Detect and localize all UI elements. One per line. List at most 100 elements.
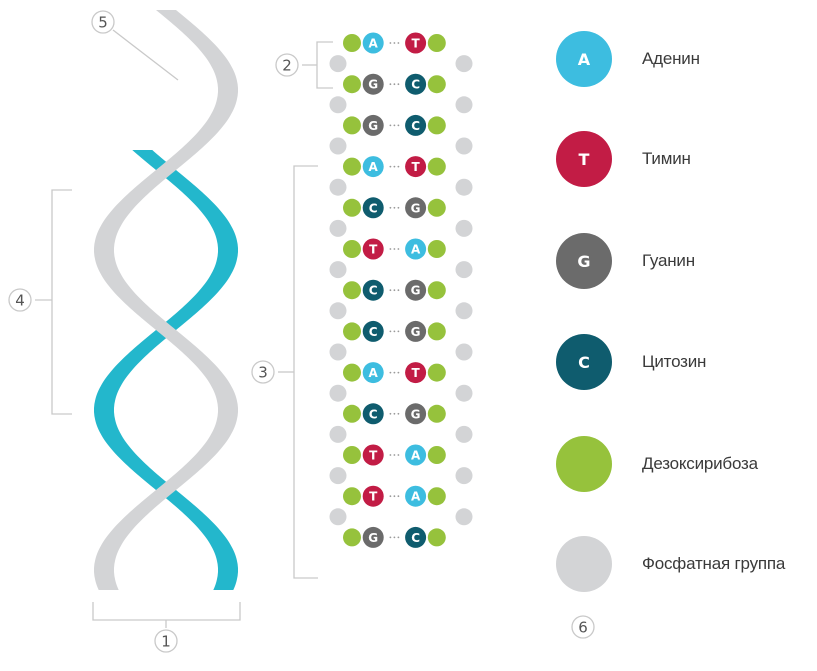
phosphate-group	[329, 137, 347, 155]
base-letter: C	[411, 119, 420, 133]
phosphate-group	[329, 508, 347, 526]
deoxyribose-sugar	[427, 157, 446, 176]
phosphate-group	[455, 55, 473, 73]
adenine-base: A	[405, 485, 427, 507]
deoxyribose-sugar	[343, 116, 361, 135]
deoxyribose-sugar	[343, 198, 361, 217]
phosphate-group	[329, 55, 347, 73]
hydrogen-bond	[389, 289, 400, 292]
legend-item-deoxyribose: Дезоксирибоза	[556, 436, 816, 492]
deoxyribose-sugar	[343, 281, 361, 300]
thymine-swatch-icon: T	[556, 131, 612, 187]
deoxyribose-sugar	[343, 446, 361, 464]
phosphate-group	[329, 178, 347, 196]
svg-text:6: 6	[578, 619, 588, 637]
deoxyribose-swatch-icon	[556, 436, 612, 492]
phosphate-group	[455, 137, 473, 155]
hydrogen-bond	[389, 536, 400, 539]
legend-label: Тимин	[642, 149, 691, 168]
hydrogen-bond	[389, 165, 400, 168]
base-letter: A	[411, 490, 421, 504]
svg-text:1: 1	[161, 633, 171, 651]
phosphate-group	[455, 219, 473, 237]
phosphate-group	[455, 96, 473, 114]
phosphate-group	[329, 425, 347, 443]
base-letter: C	[369, 325, 378, 339]
deoxyribose-sugar	[343, 322, 361, 341]
hydrogen-bond	[389, 206, 400, 209]
svg-text:5: 5	[98, 14, 108, 32]
phosphate-swatch-icon	[556, 536, 612, 592]
thymine-base: T	[405, 156, 427, 178]
deoxyribose-sugar	[343, 240, 361, 258]
hydrogen-bond	[389, 412, 400, 415]
callout-4: 4	[8, 288, 32, 312]
legend-item-adenine: A Аденин	[556, 31, 816, 87]
base-letter: T	[369, 449, 378, 463]
hydrogen-bond	[389, 330, 400, 333]
phosphate-group	[455, 178, 473, 196]
base-letter: G	[368, 119, 378, 133]
phosphate-group	[455, 467, 473, 485]
hydrogen-bond	[389, 83, 400, 86]
cytosine-base: C	[362, 197, 384, 219]
phosphate-group	[455, 425, 473, 443]
base-letter: G	[368, 531, 378, 545]
legend-item-phosphate: Фосфатная группа	[556, 536, 816, 592]
double-helix	[94, 10, 238, 590]
adenine-base: A	[405, 444, 427, 466]
cytosine-base: C	[362, 320, 384, 342]
deoxyribose-sugar	[427, 528, 446, 547]
phosphate-group	[329, 302, 347, 320]
guanine-base: G	[362, 73, 384, 95]
deoxyribose-sugar	[427, 446, 446, 464]
callout-6: 6	[571, 615, 595, 639]
hydrogen-bond	[389, 454, 400, 456]
cytosine-base: C	[362, 403, 384, 425]
deoxyribose-sugar	[427, 404, 446, 423]
base-letter: G	[411, 284, 421, 298]
base-letter: A	[369, 366, 379, 380]
base-letter: G	[411, 325, 421, 339]
adenine-base: A	[362, 156, 384, 178]
deoxyribose-sugar	[427, 75, 446, 94]
cytosine-base: C	[362, 279, 384, 301]
phosphate-group	[455, 508, 473, 526]
callout-1: 1	[154, 629, 178, 653]
base-letter: A	[411, 449, 421, 463]
base-letter: G	[368, 78, 378, 92]
guanine-base: G	[405, 320, 427, 342]
callouts: 5 2 4 3 1 6	[8, 10, 595, 653]
base-letter: C	[369, 407, 378, 421]
base-letter: G	[411, 407, 421, 421]
phosphate-group	[329, 467, 347, 485]
cytosine-base: C	[405, 73, 427, 95]
callout-2: 2	[275, 53, 299, 77]
phosphate-group	[329, 261, 347, 279]
bracket-sequence	[293, 165, 318, 579]
adenine-base: A	[405, 238, 427, 260]
phosphate-group	[329, 384, 347, 402]
deoxyribose-sugar	[427, 198, 446, 217]
deoxyribose-sugar	[427, 487, 446, 506]
guanine-base: G	[405, 279, 427, 301]
base-letter: T	[369, 243, 378, 257]
base-letter: C	[369, 201, 378, 215]
deoxyribose-sugar	[343, 528, 361, 547]
cytosine-base: C	[405, 114, 427, 136]
thymine-base: T	[362, 485, 384, 507]
base-letter: T	[412, 160, 421, 174]
guanine-base: G	[405, 197, 427, 219]
base-letter: T	[369, 490, 378, 504]
base-letter: A	[369, 160, 379, 174]
hydrogen-bond	[389, 124, 400, 127]
legend-item-thymine: T Тимин	[556, 131, 816, 187]
